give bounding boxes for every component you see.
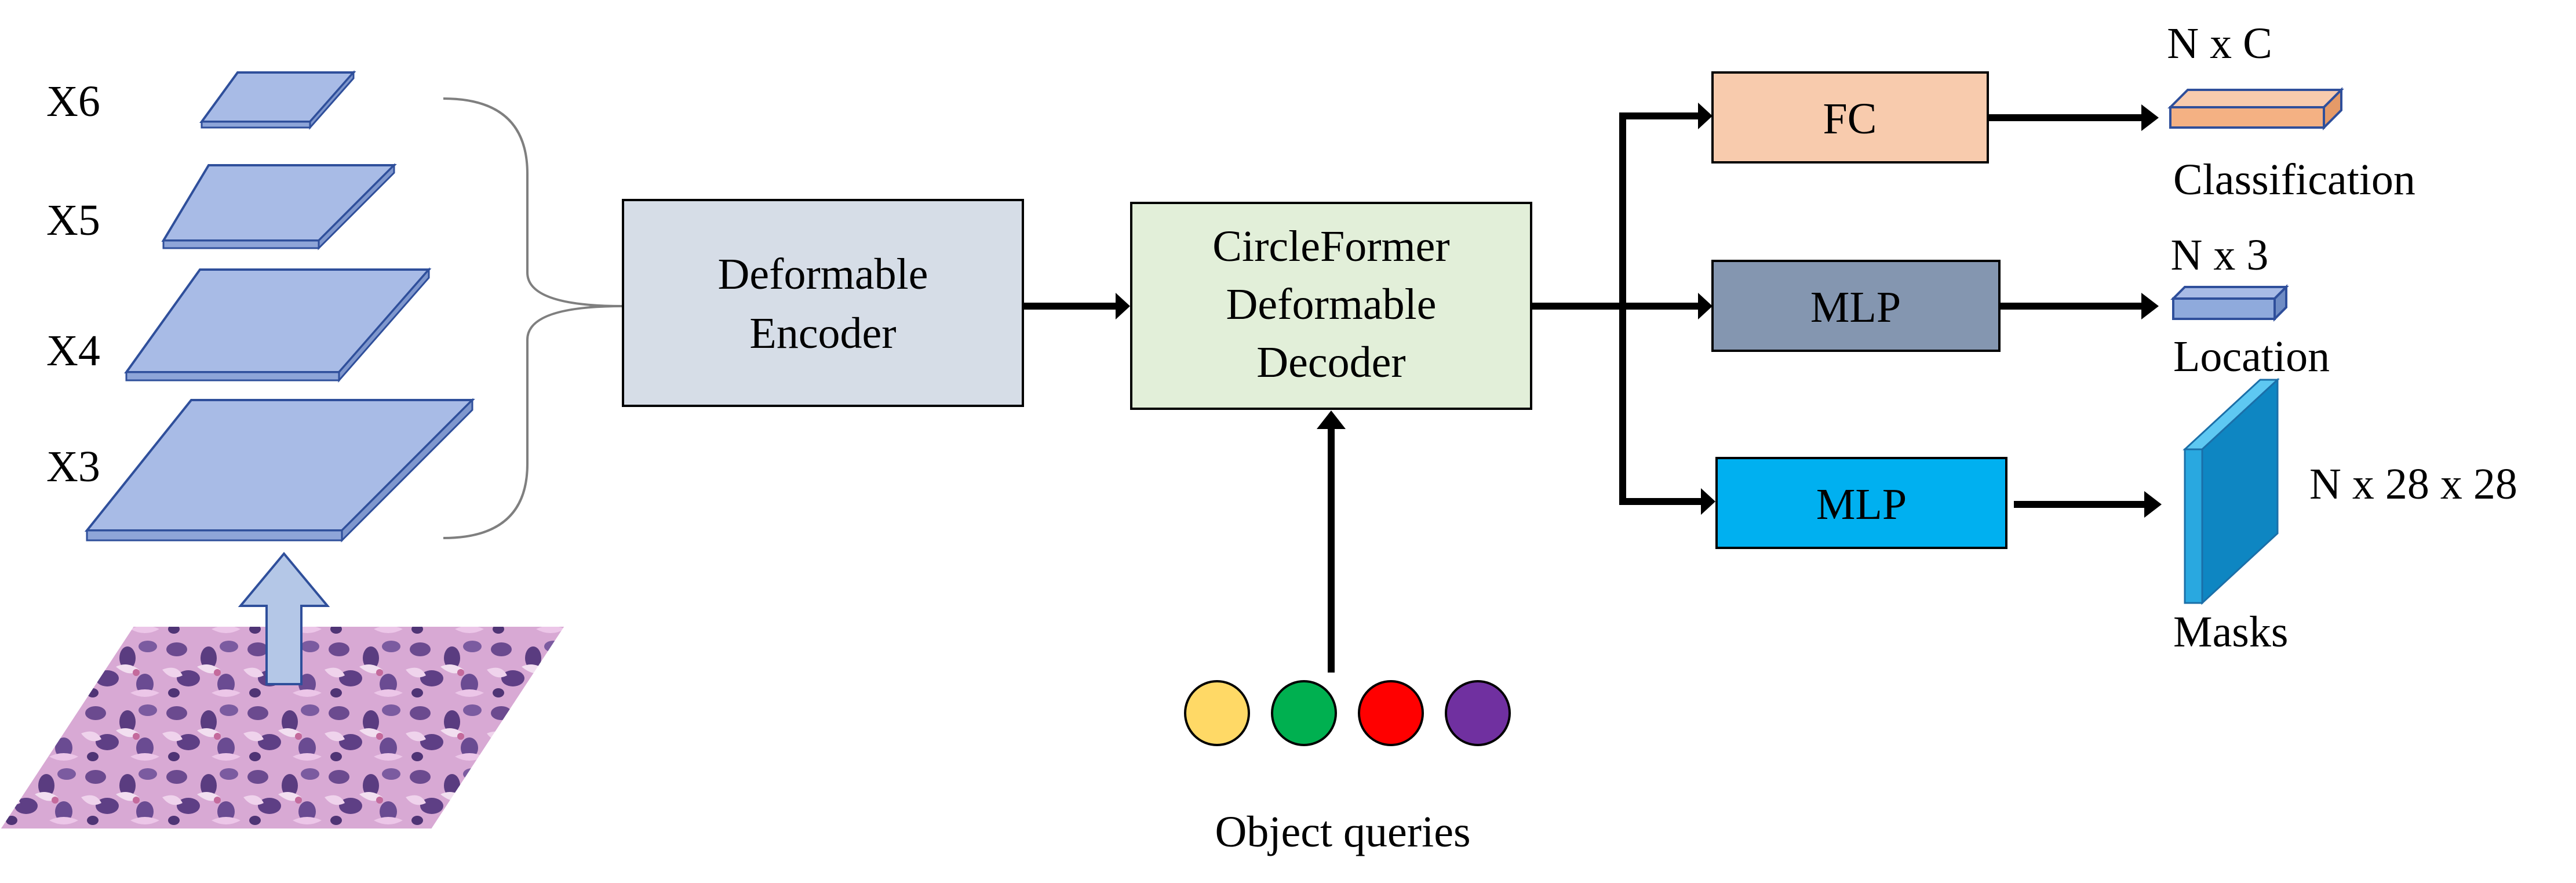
classification-shape: N x C [2167,19,2272,68]
masks-output: N x 28 x 28 Masks [2173,377,2517,656]
mlp-location-label: MLP [1810,283,1901,332]
classification-output: N x C Classification [2167,19,2415,204]
level-label-x5: X5 [46,196,100,245]
location-output: N x 3 Location [2170,231,2330,381]
decoder-line1: CircleFormer [1212,222,1449,271]
location-label: Location [2173,332,2330,381]
level-label-x6: X6 [46,77,100,126]
object-queries-label: Object queries [1215,808,1470,856]
encoder-line2: Encoder [749,309,896,358]
masks-label: Masks [2173,608,2288,656]
location-shape: N x 3 [2171,231,2269,279]
masks-shape: N x 28 x 28 [2309,460,2517,508]
feature-pyramid: X6 X5 X4 X3 [46,70,624,543]
deformable-encoder-block: Deformable Encoder [622,199,1024,407]
mlp-mask-head: MLP [1715,457,2007,549]
masks-tensor [2183,377,2280,605]
fc-head: FC [1711,71,1989,163]
mlp-mask-label: MLP [1816,480,1907,529]
query-circle-yellow [1184,680,1250,746]
level-label-x3: X3 [46,442,100,491]
feature-map-x6 [199,70,356,130]
object-queries: Object queries [1184,680,1511,856]
feature-map-x4 [124,267,432,383]
feature-brace [443,97,624,539]
decoder-line3: Decoder [1256,338,1405,387]
head-output-arrows [1988,104,2162,518]
encoder-line1: Deformable [718,250,928,299]
location-tensor [2170,284,2289,322]
decoder-line2: Deformable [1226,280,1437,329]
input-image [0,626,566,830]
backbone-up-arrow [238,551,330,685]
feature-map-x3 [84,398,475,543]
query-circle-red [1358,680,1424,746]
classification-label: Classification [2173,155,2415,204]
circleformer-decoder-block: CircleFormer Deformable Decoder [1130,202,1532,410]
classification-tensor [2167,87,2344,130]
fc-label: FC [1823,95,1877,143]
query-circle-green [1271,680,1337,746]
level-label-x4: X4 [46,326,100,375]
mlp-location-head: MLP [1711,260,2001,352]
feature-map-x5 [161,163,397,250]
decoder-branch-arrows [1531,103,1715,515]
query-circle-purple [1445,680,1511,746]
